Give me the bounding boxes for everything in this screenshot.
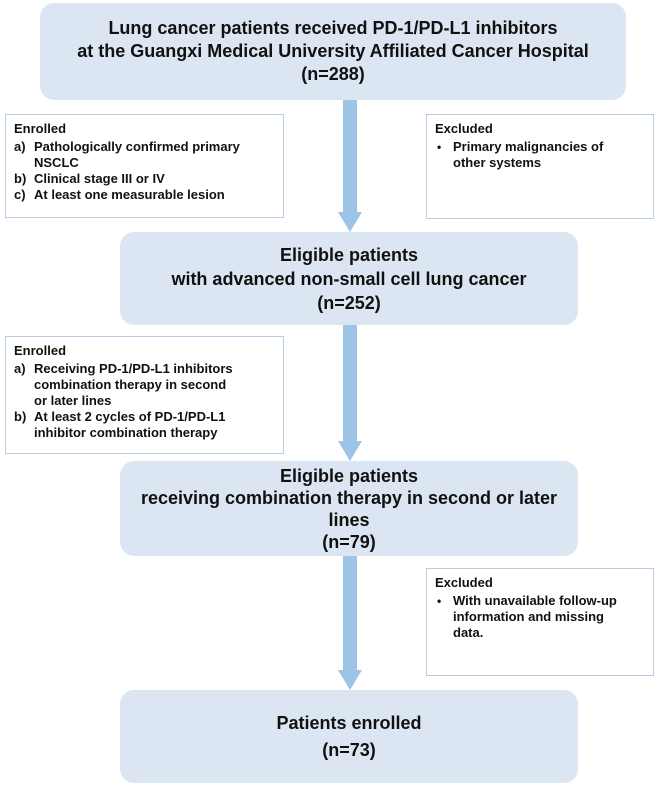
box-eligible-advanced: Eligible patients with advanced non-smal… xyxy=(120,232,578,325)
list-marker: a) xyxy=(14,139,26,154)
bullet-icon: • xyxy=(437,140,442,154)
initial-cohort-count: (n=288) xyxy=(301,64,365,84)
list-marker: c) xyxy=(14,187,26,202)
excluded-criteria-2-list: • With unavailable follow-up information… xyxy=(435,593,645,641)
list-item-text: At least 2 cycles of PD-1/PD-L1 xyxy=(34,409,226,424)
eligible-combination-line-3: lines xyxy=(328,509,370,530)
list-item-text: At least one measurable lesion xyxy=(34,187,225,202)
box-eligible-combination: Eligible patients receiving combination … xyxy=(120,461,578,556)
enrolled-criteria-2-list: a) Receiving PD-1/PD-L1 inhibitors combi… xyxy=(14,361,275,441)
box-patients-enrolled: Patients enrolled (n=73) xyxy=(120,690,578,783)
bullet-icon: • xyxy=(437,594,442,608)
list-item: b) At least 2 cycles of PD-1/PD-L1 inhib… xyxy=(14,409,275,441)
list-item-text: other systems xyxy=(453,155,542,170)
excluded-criteria-box-2: Excluded • With unavailable follow-up in… xyxy=(426,568,654,676)
eligible-advanced-line-1: Eligible patients xyxy=(279,244,419,265)
enrolled-criteria-1-list: a) Pathologically confirmed primary NSCL… xyxy=(14,139,275,203)
list-item-text: combination therapy in second xyxy=(34,377,227,392)
list-item-text: inhibitor combination therapy xyxy=(34,425,218,440)
list-item: b) Clinical stage III or IV xyxy=(14,171,275,187)
excluded-criteria-1-header: Excluded xyxy=(435,121,493,136)
initial-cohort-line-1: Lung cancer patients received PD-1/PD-L1… xyxy=(108,18,558,38)
eligible-combination-count: (n=79) xyxy=(322,531,376,552)
list-item-text: NSCLC xyxy=(34,155,79,170)
box-initial-cohort: Lung cancer patients received PD-1/PD-L1… xyxy=(40,3,626,100)
list-item: • With unavailable follow-up information… xyxy=(435,593,645,641)
eligible-advanced-line-2: with advanced non-small cell lung cancer xyxy=(171,268,527,289)
list-item-text: Primary malignancies of xyxy=(453,139,604,154)
list-marker: b) xyxy=(14,409,27,424)
patients-enrolled-line-1: Patients enrolled xyxy=(276,712,422,733)
list-item-text: information and missing xyxy=(453,609,604,624)
enrolled-criteria-box-1: Enrolled a) Pathologically confirmed pri… xyxy=(5,114,284,218)
list-item: a) Receiving PD-1/PD-L1 inhibitors combi… xyxy=(14,361,275,409)
list-item-text: With unavailable follow-up xyxy=(453,593,617,608)
arrow-2 xyxy=(338,325,362,461)
enrolled-criteria-box-2: Enrolled a) Receiving PD-1/PD-L1 inhibit… xyxy=(5,336,284,454)
patients-enrolled-count: (n=73) xyxy=(322,739,376,760)
eligible-combination-line-1: Eligible patients xyxy=(279,465,419,486)
list-marker: b) xyxy=(14,171,27,186)
excluded-criteria-2-header: Excluded xyxy=(435,575,493,590)
list-item-text: Pathologically confirmed primary xyxy=(34,139,240,154)
enrolled-criteria-2-header: Enrolled xyxy=(14,343,67,358)
initial-cohort-line-2: at the Guangxi Medical University Affili… xyxy=(77,41,589,61)
list-item-text: Clinical stage III or IV xyxy=(34,171,165,186)
list-item-text: data. xyxy=(453,625,484,640)
eligible-combination-line-2: receiving combination therapy in second … xyxy=(140,487,558,508)
arrow-1 xyxy=(338,100,362,232)
list-marker: a) xyxy=(14,361,26,376)
arrow-3 xyxy=(338,556,362,690)
list-item: a) Pathologically confirmed primary NSCL… xyxy=(14,139,275,171)
list-item: c) At least one measurable lesion xyxy=(14,187,275,203)
eligible-advanced-count: (n=252) xyxy=(317,292,381,313)
list-item-text: or later lines xyxy=(34,393,112,408)
excluded-criteria-box-1: Excluded • Primary malignancies of other… xyxy=(426,114,654,219)
list-item: • Primary malignancies of other systems xyxy=(435,139,645,171)
list-item-text: Receiving PD-1/PD-L1 inhibitors xyxy=(34,361,233,376)
excluded-criteria-1-list: • Primary malignancies of other systems xyxy=(435,139,645,171)
enrolled-criteria-1-header: Enrolled xyxy=(14,121,67,136)
